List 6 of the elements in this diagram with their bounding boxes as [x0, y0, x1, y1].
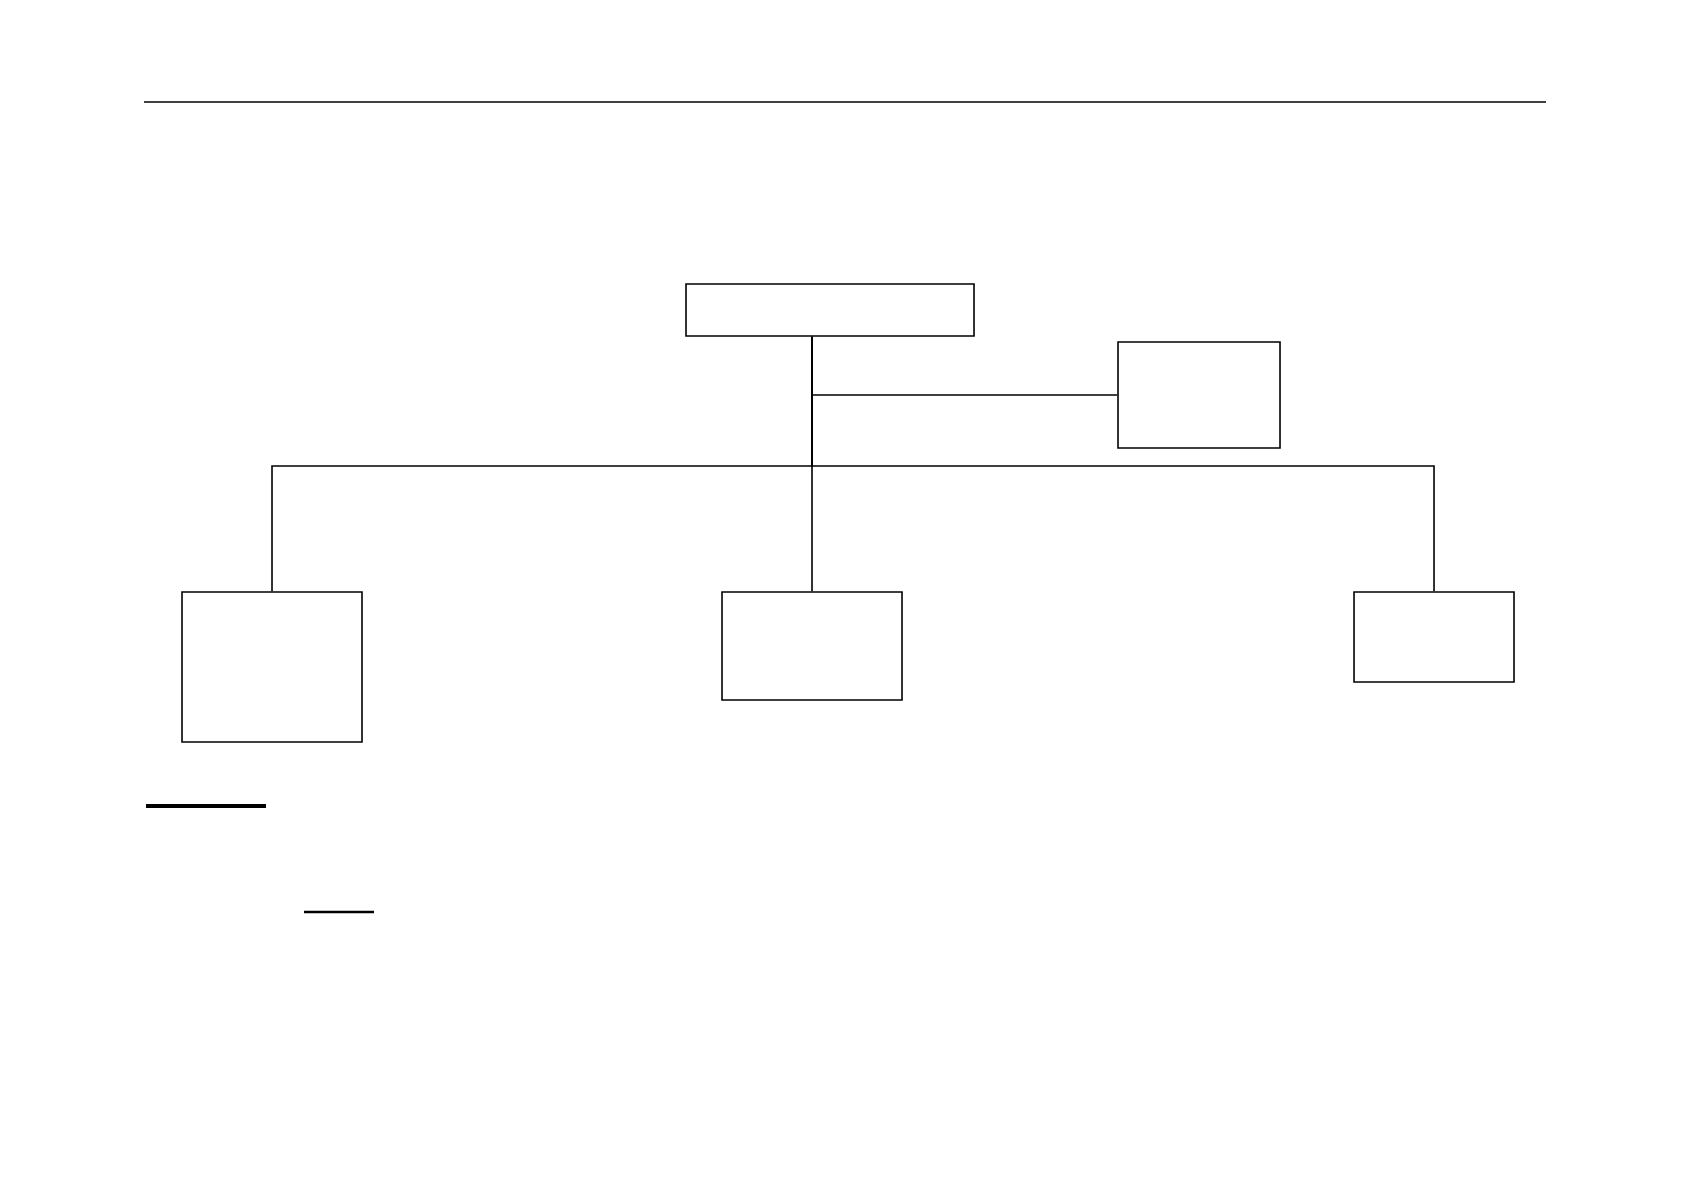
- box: [1117, 341, 1281, 449]
- box: [685, 283, 975, 337]
- box: [1353, 591, 1515, 683]
- connector-line: [811, 336, 1435, 592]
- box: [181, 591, 363, 743]
- box: [721, 591, 903, 701]
